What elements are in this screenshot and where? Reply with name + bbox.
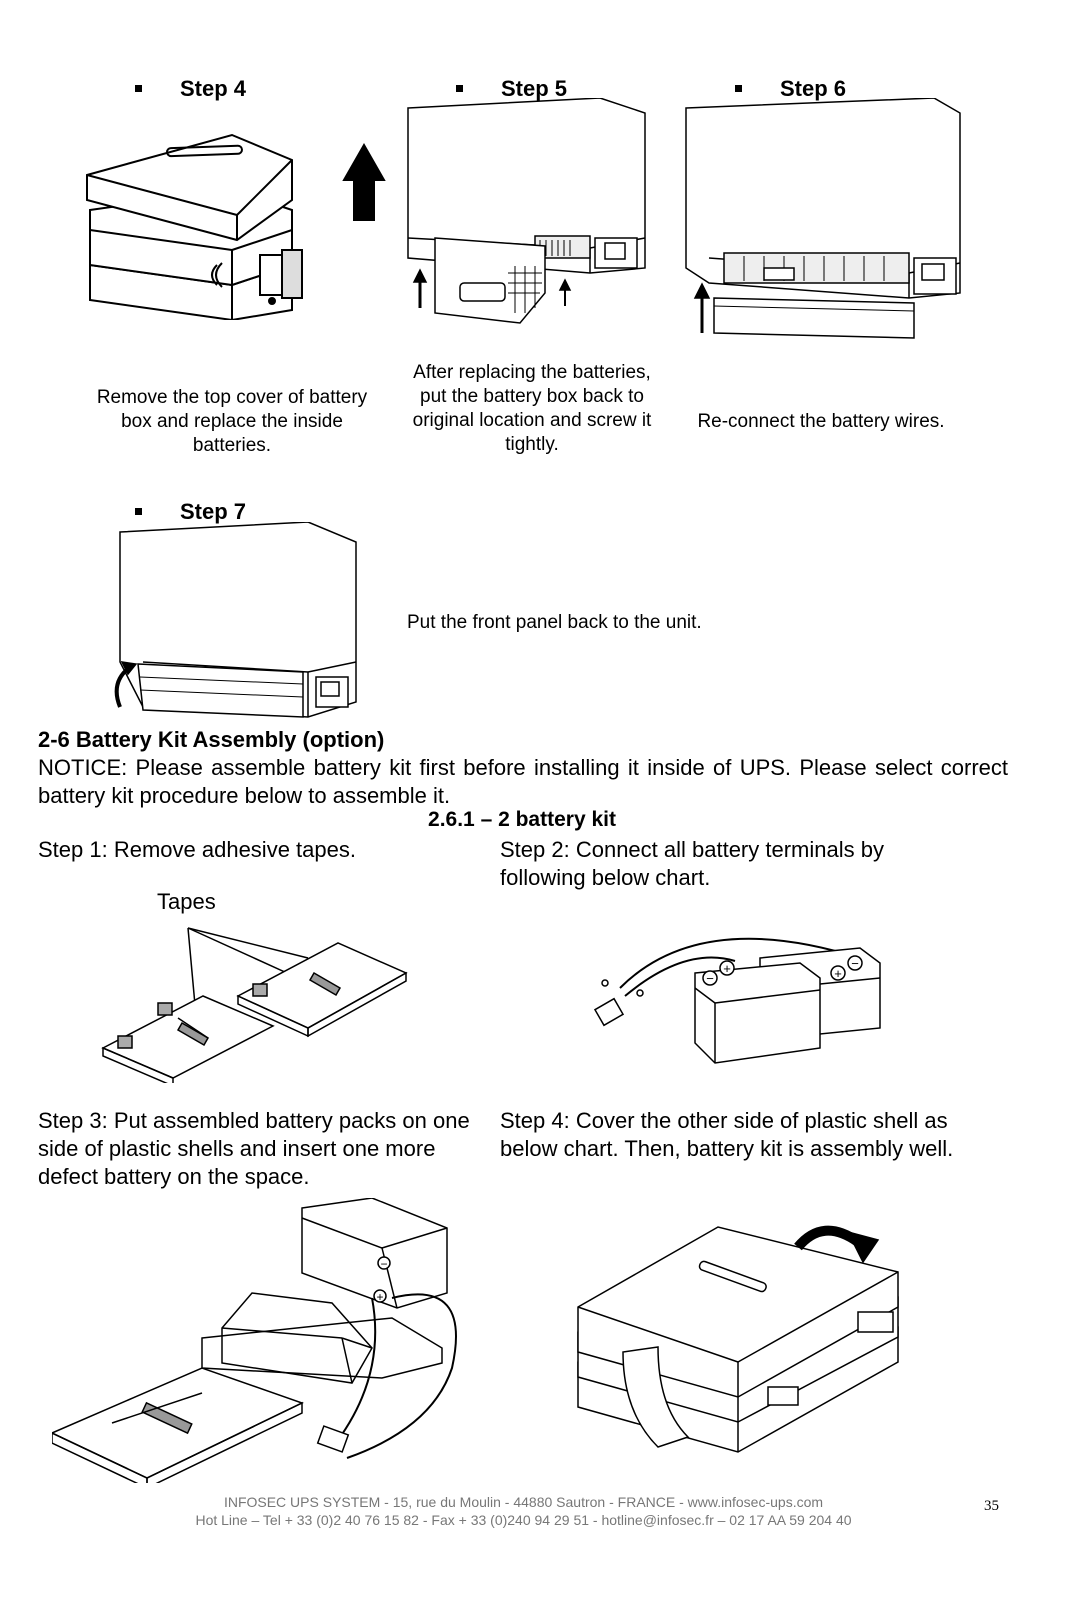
step-3-figure: − + (52, 1198, 472, 1483)
step-4-figure (568, 1212, 908, 1472)
page-number: 35 (984, 1498, 999, 1514)
minus-terminal-label: − (851, 956, 859, 971)
bullet-icon (135, 507, 142, 515)
step-6-label: Step 6 (780, 76, 847, 101)
step-6-figure (684, 98, 964, 348)
step-5-caption: After replacing the batteries, put the b… (412, 362, 652, 455)
footer-contact: Hot Line – Tel + 33 (0)2 40 76 15 82 - F… (195, 1512, 852, 1528)
step-4-caption: Remove the top cover of battery box and … (96, 387, 368, 456)
step-4-figure (82, 105, 392, 320)
step-6-heading: Step 6 (735, 76, 846, 102)
step-7-heading: Step 7 (135, 499, 246, 525)
section-title: 2-6 Battery Kit Assembly (option) (38, 727, 385, 752)
subsection-title: 2.6.1 – 2 battery kit (428, 808, 616, 831)
step-4-text: Step 4: Cover the other side of plastic … (500, 1108, 954, 1161)
footer-address: INFOSEC UPS SYSTEM - 15, rue du Moulin -… (223, 1494, 824, 1510)
plus-terminal-label: + (723, 961, 731, 976)
step-1-text: Step 1: Remove adhesive tapes. (38, 837, 356, 862)
step-5-label: Step 5 (501, 76, 568, 101)
step-7-label: Step 7 (180, 499, 247, 524)
tapes-label: Tapes (157, 889, 216, 914)
step-4-heading: Step 4 (135, 76, 246, 102)
step-2-figure: − + − + (590, 918, 890, 1078)
footer: INFOSEC UPS SYSTEM - 15, rue du Moulin -… (0, 1493, 1047, 1529)
step-5-figure (400, 98, 660, 328)
step-2-text: Step 2: Connect all battery terminals by… (500, 837, 884, 890)
bullet-icon (735, 84, 742, 92)
bullet-icon (135, 84, 142, 92)
step-6-caption: Re-connect the battery wires. (697, 411, 945, 432)
step-5-heading: Step 5 (456, 76, 567, 102)
step-7-figure (98, 522, 363, 722)
minus-terminal-label: − (706, 971, 714, 986)
step-4-label: Step 4 (180, 76, 247, 101)
plus-terminal-label: + (834, 966, 842, 981)
bullet-icon (456, 84, 463, 92)
minus-terminal-label: − (380, 1257, 387, 1271)
step-3-text: Step 3: Put assembled battery packs on o… (38, 1108, 470, 1189)
plus-terminal-label: + (376, 1290, 383, 1304)
step-1-figure (98, 918, 418, 1083)
step-7-caption: Put the front panel back to the unit. (407, 612, 702, 633)
notice-text: NOTICE: Please assemble battery kit firs… (38, 755, 1008, 808)
